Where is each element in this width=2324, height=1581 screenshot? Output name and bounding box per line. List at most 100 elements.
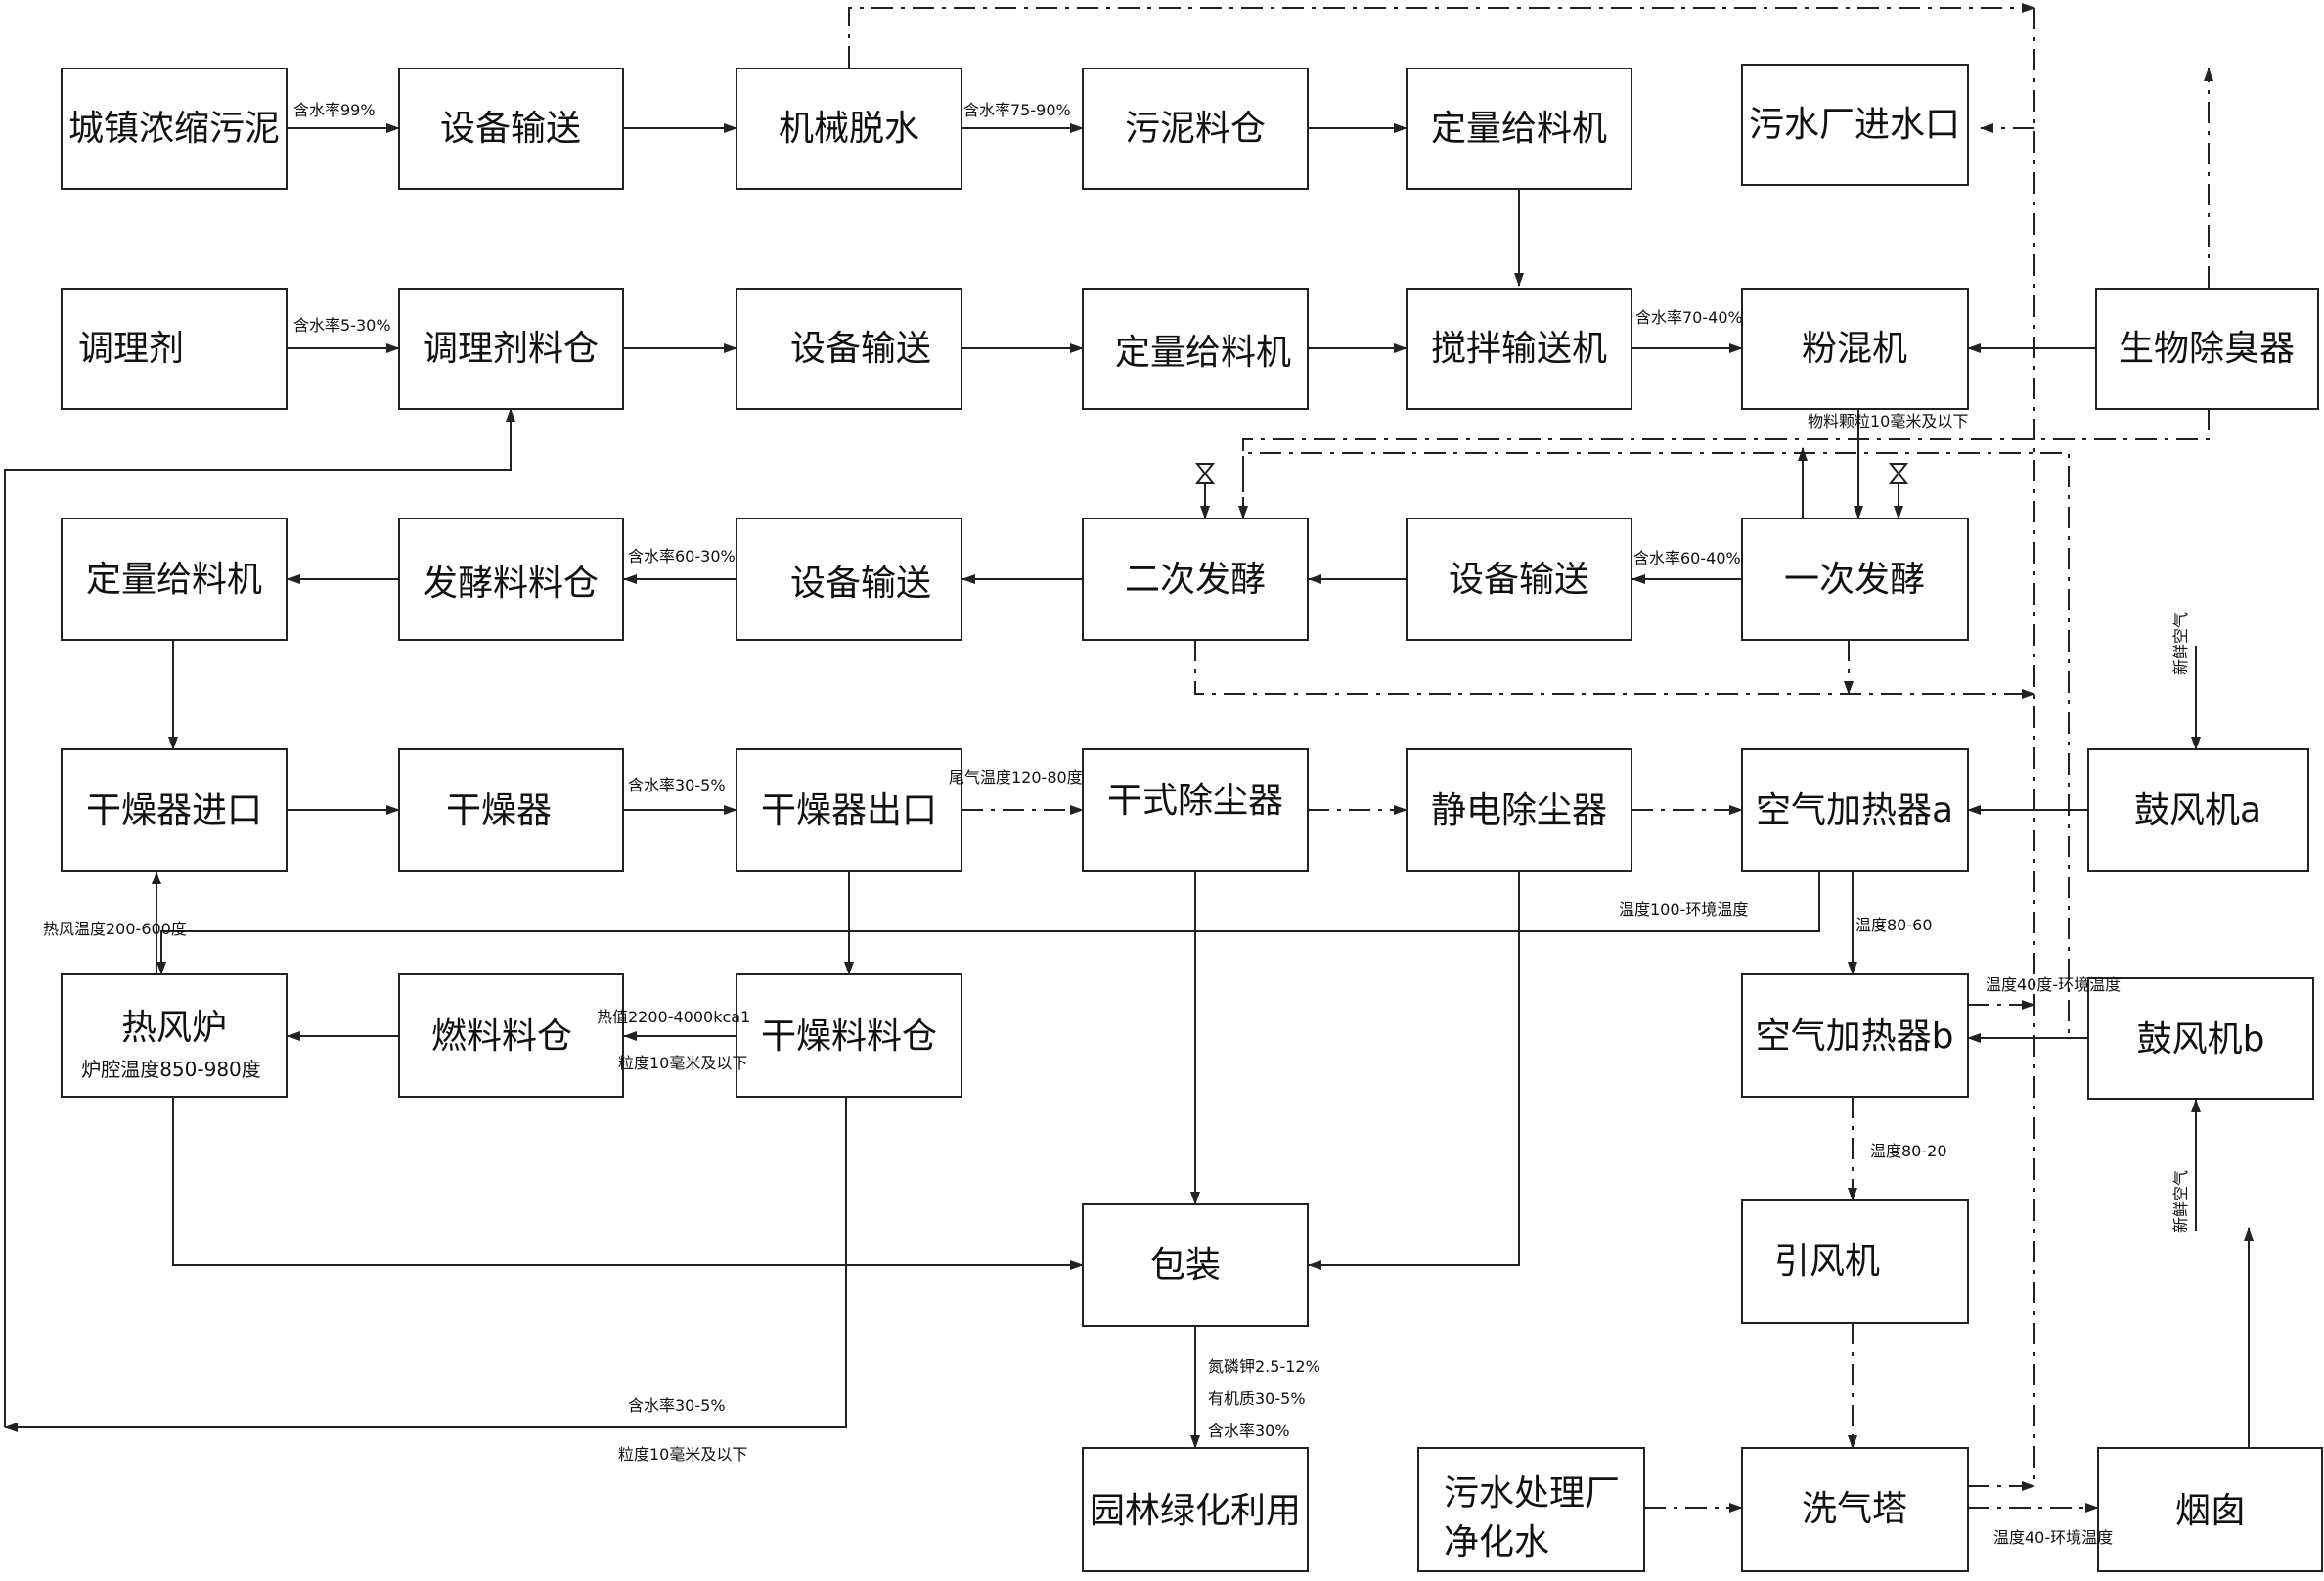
edge-heatera-furnace bbox=[156, 871, 1820, 975]
node-mixer-label: 粉混机 bbox=[1802, 329, 1907, 369]
node-heater-b: 空气加热器b bbox=[1741, 973, 1969, 1098]
node-conditioner-label: 调理剂 bbox=[78, 329, 184, 369]
node-convey2: 设备输送 bbox=[736, 288, 962, 410]
valve-icon-left bbox=[1194, 463, 1216, 484]
node-blower-a: 鼓风机a bbox=[2087, 748, 2309, 872]
node-packing-label: 包装 bbox=[1150, 1245, 1221, 1286]
node-stir-label: 搅拌输送机 bbox=[1431, 329, 1607, 369]
edge-drysilo-return bbox=[4, 1097, 847, 1432]
anno-moist-60-30: 含水率60-30% bbox=[628, 547, 736, 565]
node-heater-a: 空气加热器a bbox=[1741, 748, 1969, 872]
node-plant-inlet-label: 污水厂进水口 bbox=[1749, 105, 1960, 145]
anno-temp-40: 温度40度-环境温度 bbox=[1986, 975, 2121, 994]
anno-moist-70-40: 含水率70-40% bbox=[1635, 308, 1743, 327]
node-dryer-label: 干燥器 bbox=[446, 790, 552, 831]
node-silo-cond: 调理剂料仓 bbox=[398, 288, 624, 410]
node-dry-dust: 干式除尘器 bbox=[1082, 748, 1309, 872]
node-dryer-in: 干燥器进口 bbox=[61, 748, 288, 872]
anno-heat-value: 热值2200-4000kca1 bbox=[597, 1008, 750, 1026]
valve-icon-right bbox=[1888, 463, 1909, 484]
anno-moist-30-5b: 含水率30-5% bbox=[628, 1396, 726, 1415]
node-convey3: 设备输送 bbox=[736, 518, 962, 641]
node-scrubber-label: 洗气塔 bbox=[1802, 1489, 1907, 1529]
node-heater-a-label: 空气加热器a bbox=[1756, 790, 1953, 831]
annotations: 含水率99% 含水率75-90% 含水率5-30% 含水率70-40% 物料颗粒… bbox=[43, 101, 2190, 1547]
node-silo-dry-label: 干燥料料仓 bbox=[761, 1016, 937, 1057]
node-dryer-out: 干燥器出口 bbox=[736, 748, 962, 872]
anno-temp-80-60: 温度80-60 bbox=[1855, 916, 1933, 934]
anno-npk: 氮磷钾2.5-12% bbox=[1208, 1357, 1320, 1376]
node-sludge: 城镇浓缩污泥 bbox=[61, 68, 288, 190]
node-feeder2: 定量给料机 bbox=[1082, 288, 1309, 410]
anno-particle-10a: 物料颗粒10毫米及以下 bbox=[1808, 412, 1968, 430]
node-ferment1: 一次发酵 bbox=[1741, 518, 1969, 641]
node-dewater-label: 机械脱水 bbox=[779, 109, 919, 149]
node-dryer-out-label: 干燥器出口 bbox=[761, 790, 937, 831]
node-treated-water: 污水处理厂 净化水 bbox=[1417, 1447, 1645, 1572]
node-stir: 搅拌输送机 bbox=[1406, 288, 1632, 410]
solid-edges bbox=[4, 123, 2254, 1449]
node-convey4-label: 设备输送 bbox=[1449, 560, 1589, 600]
node-silo-dry: 干燥料料仓 bbox=[736, 973, 962, 1098]
node-feeder3: 定量给料机 bbox=[61, 518, 288, 641]
node-feeder1: 定量给料机 bbox=[1406, 68, 1632, 190]
edge-return-condsilo bbox=[4, 408, 515, 1427]
anno-temp-80-20: 温度80-20 bbox=[1870, 1142, 1947, 1160]
anno-fresh-air-a: 新鲜空气 bbox=[2171, 612, 2190, 675]
edge-air-loop bbox=[1242, 452, 2070, 1039]
node-treated-water-label-1: 污水处理厂 bbox=[1444, 1473, 1620, 1513]
dashed-edges bbox=[848, 3, 2213, 1513]
anno-moist-60-40: 含水率60-40% bbox=[1633, 549, 1741, 567]
node-scrubber: 洗气塔 bbox=[1741, 1447, 1969, 1572]
anno-fresh-air-b: 新鲜空气 bbox=[2171, 1170, 2190, 1233]
node-chimney: 烟囱 bbox=[2097, 1447, 2323, 1572]
node-hot-furnace-label: 热风炉 bbox=[121, 1008, 227, 1048]
node-dryer-in-label: 干燥器进口 bbox=[86, 790, 262, 831]
node-biofilter: 生物除臭器 bbox=[2095, 288, 2319, 410]
node-hot-furnace-sub: 炉腔温度850-980度 bbox=[81, 1058, 261, 1081]
node-convey2-label: 设备输送 bbox=[790, 329, 931, 369]
edge-esp-packing bbox=[1308, 871, 1520, 1270]
node-sludge-label: 城镇浓缩污泥 bbox=[68, 109, 280, 149]
node-feeder2-label: 定量给料机 bbox=[1115, 333, 1291, 373]
edge-dewater-top bbox=[848, 3, 2035, 68]
node-biofilter-label: 生物除臭器 bbox=[2119, 329, 2295, 369]
node-silo-fuel: 燃料料仓 bbox=[398, 973, 624, 1098]
node-convey1: 设备输送 bbox=[398, 68, 624, 190]
node-silo-ferment: 发酵料料仓 bbox=[398, 518, 624, 641]
node-chimney-label: 烟囱 bbox=[2175, 1491, 2246, 1531]
node-esp-label: 静电除尘器 bbox=[1431, 790, 1607, 831]
node-feeder1-label: 定量给料机 bbox=[1431, 109, 1607, 149]
node-convey1-label: 设备输送 bbox=[440, 109, 581, 149]
node-dewater: 机械脱水 bbox=[736, 68, 962, 190]
node-id-fan-label: 引风机 bbox=[1774, 1242, 1880, 1282]
node-mixer: 粉混机 bbox=[1741, 288, 1969, 410]
node-plant-inlet: 污水厂进水口 bbox=[1741, 64, 1969, 186]
anno-tail-gas: 尾气温度120-80度 bbox=[949, 768, 1083, 787]
node-esp: 静电除尘器 bbox=[1406, 748, 1632, 872]
node-ferment2: 二次发酵 bbox=[1082, 518, 1309, 641]
node-heater-b-label: 空气加热器b bbox=[1756, 1016, 1954, 1057]
anno-particle-10c: 粒度10毫米及以下 bbox=[618, 1445, 747, 1464]
anno-temp-100: 温度100-环境温度 bbox=[1619, 900, 1748, 919]
node-convey3-label: 设备输送 bbox=[790, 564, 931, 604]
anno-hot-air: 热风温度200-600度 bbox=[43, 920, 187, 938]
anno-moist-5-30: 含水率5-30% bbox=[293, 316, 391, 335]
node-treated-water-label-2: 净化水 bbox=[1444, 1522, 1549, 1562]
nodes: 城镇浓缩污泥 设备输送 机械脱水 污泥料仓 定量给料机 污水厂进水口 调理剂 bbox=[61, 64, 2323, 1572]
node-garden: 园林绿化利用 bbox=[1082, 1447, 1309, 1572]
anno-moist-30-5a: 含水率30-5% bbox=[628, 776, 726, 794]
anno-moist-75-90: 含水率75-90% bbox=[963, 101, 1071, 119]
node-feeder3-label: 定量给料机 bbox=[86, 560, 262, 600]
anno-moist-30: 含水率30% bbox=[1208, 1422, 1290, 1440]
node-ferment2-label: 二次发酵 bbox=[1125, 560, 1266, 600]
node-id-fan: 引风机 bbox=[1741, 1199, 1969, 1324]
node-silo-fuel-label: 燃料料仓 bbox=[431, 1016, 572, 1057]
node-garden-label: 园林绿化利用 bbox=[1090, 1491, 1301, 1531]
edge-ferment-collect bbox=[1194, 640, 2035, 699]
node-silo-sludge: 污泥料仓 bbox=[1082, 68, 1309, 190]
node-blower-a-label: 鼓风机a bbox=[2134, 790, 2261, 831]
node-dryer: 干燥器 bbox=[398, 748, 624, 872]
node-convey4: 设备输送 bbox=[1406, 518, 1632, 641]
